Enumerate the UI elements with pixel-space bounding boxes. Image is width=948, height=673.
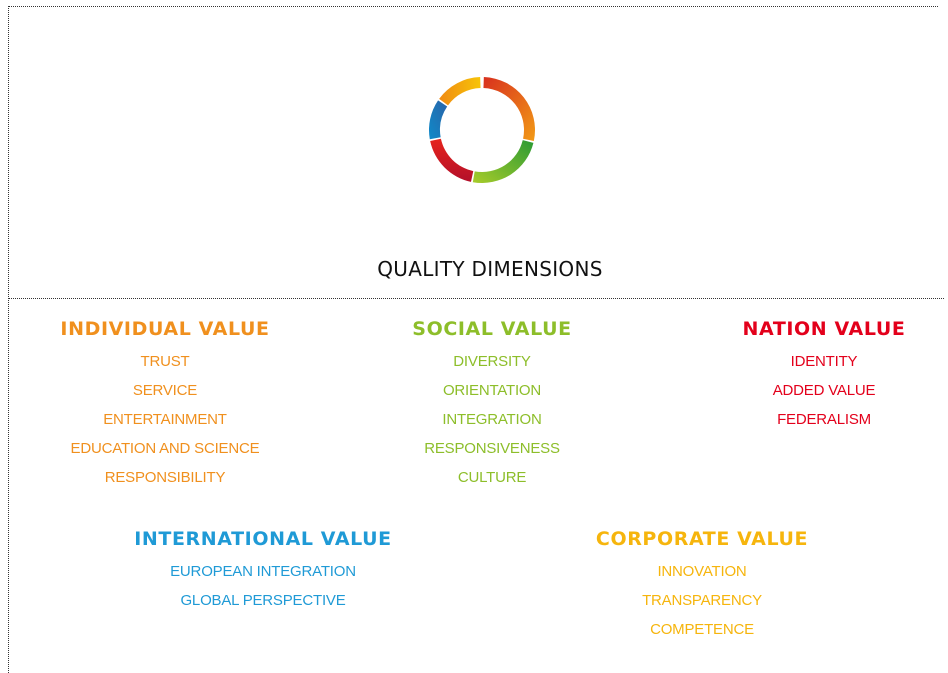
group-heading-social: SOCIAL VALUE [412, 318, 572, 340]
group-corporate-value: CORPORATE VALUE INNOVATION TRANSPARENCY … [566, 528, 838, 644]
section-divider [8, 298, 944, 299]
ring-segment-orange-yellow [439, 77, 481, 106]
list-item: DIVERSITY [453, 353, 531, 370]
ring-segment-green [472, 140, 534, 183]
list-item: ORIENTATION [442, 382, 542, 399]
list-item: ENTERTAINMENT [103, 411, 227, 428]
group-list-international: EUROPEAN INTEGRATION GLOBAL PERSPECTIVE [104, 557, 422, 615]
group-list-social: DIVERSITY ORIENTATION INTEGRATION RESPON… [372, 347, 612, 492]
page-title: QUALITY DIMENSIONS [377, 257, 603, 281]
list-item: INNOVATION [657, 563, 747, 580]
list-item: COMPETENCE [650, 621, 754, 638]
ring-segment-blue [429, 100, 448, 140]
list-item: TRUST [140, 353, 190, 370]
group-international-value: INTERNATIONAL VALUE EUROPEAN INTEGRATION… [104, 528, 422, 615]
list-item: EDUCATION AND SCIENCE [70, 440, 260, 457]
frame-left-border [8, 6, 9, 673]
group-heading-nation: NATION VALUE [742, 318, 906, 340]
group-list-corporate: INNOVATION TRANSPARENCY COMPETENCE [566, 557, 838, 644]
frame-top-border [8, 6, 938, 7]
quality-ring-icon [429, 77, 535, 183]
list-item: RESPONSIBILITY [104, 469, 226, 486]
list-item: GLOBAL PERSPECTIVE [180, 592, 346, 609]
list-item: INTEGRATION [442, 411, 542, 428]
list-item: IDENTITY [790, 353, 858, 370]
list-item: ADDED VALUE [772, 382, 876, 399]
ring-segment-orange-red [483, 77, 535, 142]
list-item: FEDERALISM [777, 411, 871, 428]
group-social-value: SOCIAL VALUE DIVERSITY ORIENTATION INTEG… [372, 318, 612, 492]
list-item: TRANSPARENCY [642, 592, 762, 609]
group-list-individual: TRUST SERVICE ENTERTAINMENT EDUCATION AN… [40, 347, 290, 492]
group-heading-individual: INDIVIDUAL VALUE [60, 318, 270, 340]
list-item: EUROPEAN INTEGRATION [170, 563, 356, 580]
group-individual-value: INDIVIDUAL VALUE TRUST SERVICE ENTERTAIN… [40, 318, 290, 492]
ring-segment-red [430, 138, 474, 182]
group-nation-value: NATION VALUE IDENTITY ADDED VALUE FEDERA… [708, 318, 940, 434]
list-item: SERVICE [132, 382, 198, 399]
list-item: RESPONSIVENESS [424, 440, 560, 457]
group-list-nation: IDENTITY ADDED VALUE FEDERALISM [708, 347, 940, 434]
group-heading-international: INTERNATIONAL VALUE [134, 528, 392, 550]
list-item: CULTURE [457, 469, 527, 486]
group-heading-corporate: CORPORATE VALUE [595, 528, 809, 550]
